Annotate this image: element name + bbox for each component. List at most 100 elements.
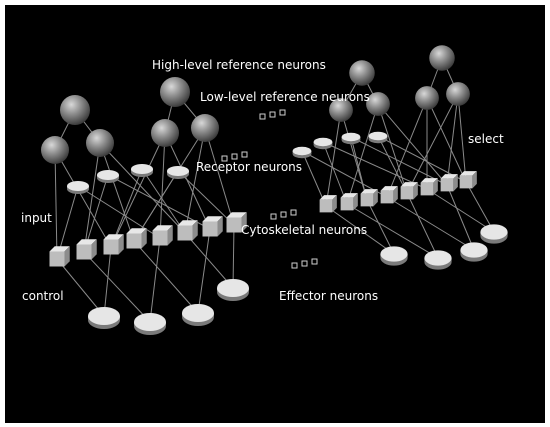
connection-line — [386, 97, 428, 198]
connection-line — [346, 103, 379, 205]
connection-line — [159, 132, 166, 239]
connection-line — [99, 142, 186, 234]
connection-line — [377, 135, 408, 194]
receptor-neuron — [313, 137, 333, 150]
cytoskeletal-neuron — [76, 239, 97, 260]
label-control: control — [22, 289, 64, 303]
low-level-reference-neuron — [191, 114, 219, 142]
ellipsis-marker — [291, 258, 318, 269]
cytoskeletal-neuron — [177, 220, 198, 241]
connection-line — [426, 97, 467, 183]
cytoskeletal-neuron — [360, 189, 378, 207]
connection-line — [325, 205, 395, 255]
connection-line — [406, 93, 459, 194]
connection-line — [83, 174, 109, 253]
connection-line — [446, 184, 475, 251]
cytoskeletal-neuron — [319, 195, 337, 213]
connection-line — [83, 142, 101, 253]
connection-line — [406, 192, 439, 259]
connection-line — [149, 237, 161, 323]
connection-line — [446, 93, 459, 186]
connection-line — [386, 196, 475, 251]
receptor-neuron — [67, 181, 89, 194]
effector-neuron — [480, 224, 508, 244]
connection-line — [54, 149, 58, 260]
receptor-neuron — [167, 166, 189, 179]
connection-line — [197, 228, 211, 314]
connection-line — [426, 188, 495, 233]
connection-lines — [54, 57, 495, 323]
label-low-level-reference-neurons: Low-level reference neurons — [200, 90, 370, 104]
connection-line — [83, 251, 151, 323]
connection-line — [325, 109, 342, 207]
low-level-reference-neuron — [415, 86, 439, 110]
neuron-nodes — [41, 45, 508, 335]
connection-line — [322, 141, 348, 205]
connection-line — [177, 170, 235, 226]
connection-line — [54, 149, 112, 248]
low-level-reference-neuron — [446, 82, 470, 106]
connection-line — [366, 199, 395, 255]
high-level-reference-neuron — [429, 45, 455, 71]
effector-neuron — [380, 246, 408, 266]
cytoskeletal-neuron — [126, 228, 147, 249]
cytoskeletal-neuron — [380, 186, 398, 204]
connection-line — [110, 132, 166, 248]
cytoskeletal-neuron — [103, 234, 124, 255]
ellipsis-marker — [221, 151, 248, 162]
high-level-reference-neuron — [349, 60, 375, 86]
cytoskeletal-neuron — [202, 216, 223, 237]
connection-line — [350, 136, 368, 201]
connection-line — [184, 232, 234, 289]
label-high-level-reference-neurons: High-level reference neurons — [152, 58, 326, 72]
label-select: select — [468, 132, 504, 146]
label-receptor-neurons: Receptor neurons — [196, 160, 302, 174]
cytoskeletal-neuron — [340, 193, 358, 211]
cytoskeletal-neuron — [440, 174, 458, 192]
ellipsis-marker — [270, 209, 297, 220]
label-input: input — [21, 211, 52, 225]
cytoskeletal-neuron — [459, 171, 477, 189]
connection-line — [346, 203, 439, 259]
high-level-reference-neuron — [60, 95, 90, 125]
cytoskeletal-neuron — [49, 246, 70, 267]
effector-neuron — [424, 250, 452, 270]
receptor-neuron — [292, 146, 312, 159]
connection-line — [103, 246, 112, 317]
receptor-neuron — [368, 131, 388, 144]
connection-line — [322, 141, 428, 190]
effector-neuron — [460, 242, 488, 262]
cytoskeletal-neuron — [420, 178, 438, 196]
cytoskeletal-neuron — [152, 225, 173, 246]
receptor-neuron — [341, 132, 361, 145]
cytoskeletal-neuron — [226, 212, 247, 233]
connection-line — [164, 132, 211, 230]
label-effector-neurons: Effector neurons — [279, 289, 378, 303]
effector-neuron — [134, 313, 166, 335]
effector-neuron — [182, 304, 214, 326]
ellipsis-marker — [259, 109, 286, 120]
low-level-reference-neuron — [366, 92, 390, 116]
ellipsis-markers — [221, 109, 318, 269]
cytoskeletal-neuron — [400, 182, 418, 200]
connection-line — [99, 142, 135, 242]
effector-neuron — [217, 279, 249, 301]
connection-line — [184, 127, 206, 234]
receptor-neuron — [97, 170, 119, 183]
connection-line — [465, 181, 495, 233]
high-level-reference-neuron — [160, 77, 190, 107]
connection-line — [340, 109, 368, 201]
connection-line — [350, 136, 448, 186]
receptor-neuron — [131, 164, 153, 177]
effector-neuron — [88, 307, 120, 329]
low-level-reference-neuron — [329, 98, 353, 122]
connection-line — [457, 93, 467, 183]
low-level-reference-neuron — [41, 136, 69, 164]
connection-line — [301, 150, 327, 207]
connection-line — [204, 127, 235, 226]
low-level-reference-neuron — [86, 129, 114, 157]
connection-line — [141, 168, 186, 234]
low-level-reference-neuron — [151, 119, 179, 147]
